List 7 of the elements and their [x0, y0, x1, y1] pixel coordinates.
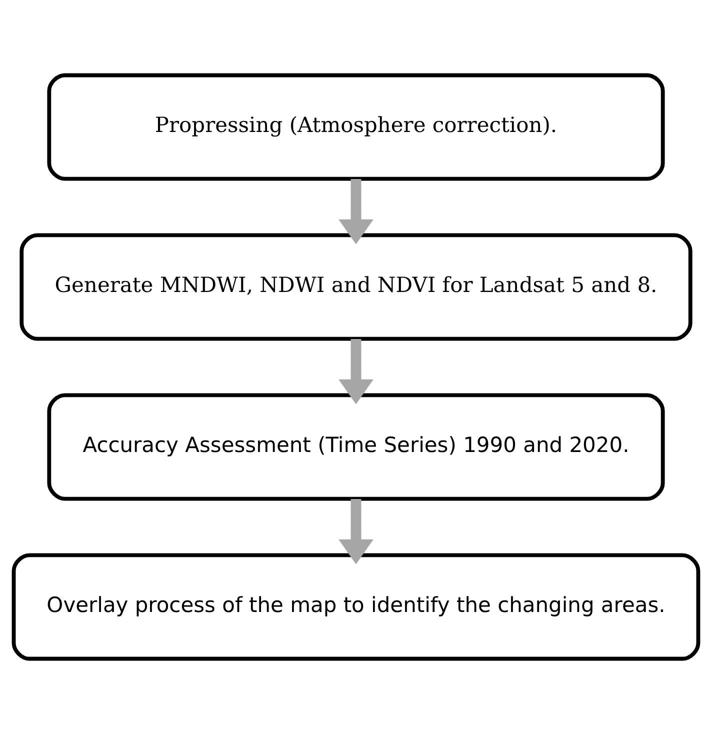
node-box: Accuracy Assessment (Time Series) 1990 and 2020.	[47, 392, 665, 500]
arrow	[338, 498, 374, 564]
arrow	[338, 178, 374, 244]
node-box: Overlay process of the map to identify the changing areas.	[12, 552, 700, 660]
arrow	[338, 338, 374, 404]
node-box: Generate MNDWI, NDWI and NDVI for Landsat 5 and 8.	[20, 232, 692, 340]
node-box: Propressing (Atmosphere correction).	[47, 72, 665, 180]
